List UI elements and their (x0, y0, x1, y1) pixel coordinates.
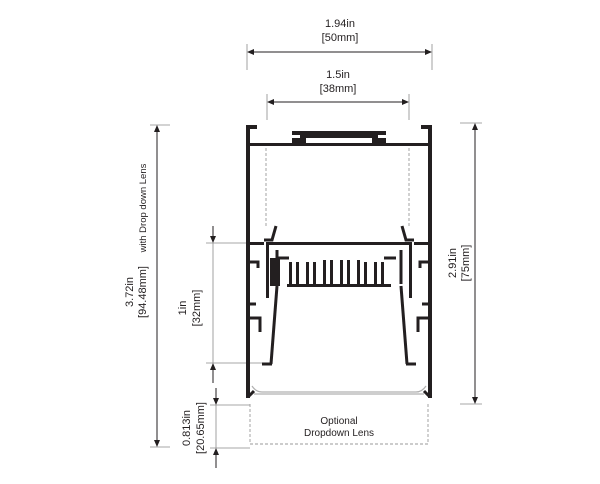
mid-height-inch: 1in (177, 301, 189, 316)
lens-label-line2: Dropdown Lens (304, 428, 374, 439)
inner-width-inch: 1.5in (326, 69, 350, 81)
overall-height-note: with Drop down Lens (138, 163, 149, 253)
inner-width-dimension: 1.5in [38mm] (266, 69, 410, 120)
lens-height-mm: [20.65mm] (195, 402, 207, 454)
overall-height-inch: 3.72in (124, 277, 136, 307)
lens-height-inch: 0.813in (181, 410, 193, 446)
mid-height-dimension: 1in [32mm] (177, 226, 262, 383)
body-height-mm: [75mm] (460, 245, 472, 282)
mid-height-mm: [32mm] (191, 290, 203, 327)
body-height-inch: 2.91in (447, 248, 459, 278)
dropdown-lens: Optional Dropdown Lens (249, 385, 429, 445)
extrusion-profile (246, 125, 432, 399)
overall-height-mm: [94.48mm] (137, 266, 149, 318)
overall-width-mm: [50mm] (322, 32, 359, 44)
overall-height-dimension: 3.72in [94.48mm] with Drop down Lens (124, 124, 170, 448)
overall-width-dimension: 1.94in [50mm] (246, 18, 433, 70)
lens-label-line1: Optional (320, 416, 357, 427)
body-height-dimension: 2.91in [75mm] (447, 122, 482, 405)
lens-height-dimension: 0.813in [20.65mm] (181, 388, 250, 468)
heatsink-fins (270, 250, 403, 287)
inner-width-mm: [38mm] (320, 83, 357, 95)
overall-width-inch: 1.94in (325, 18, 355, 30)
